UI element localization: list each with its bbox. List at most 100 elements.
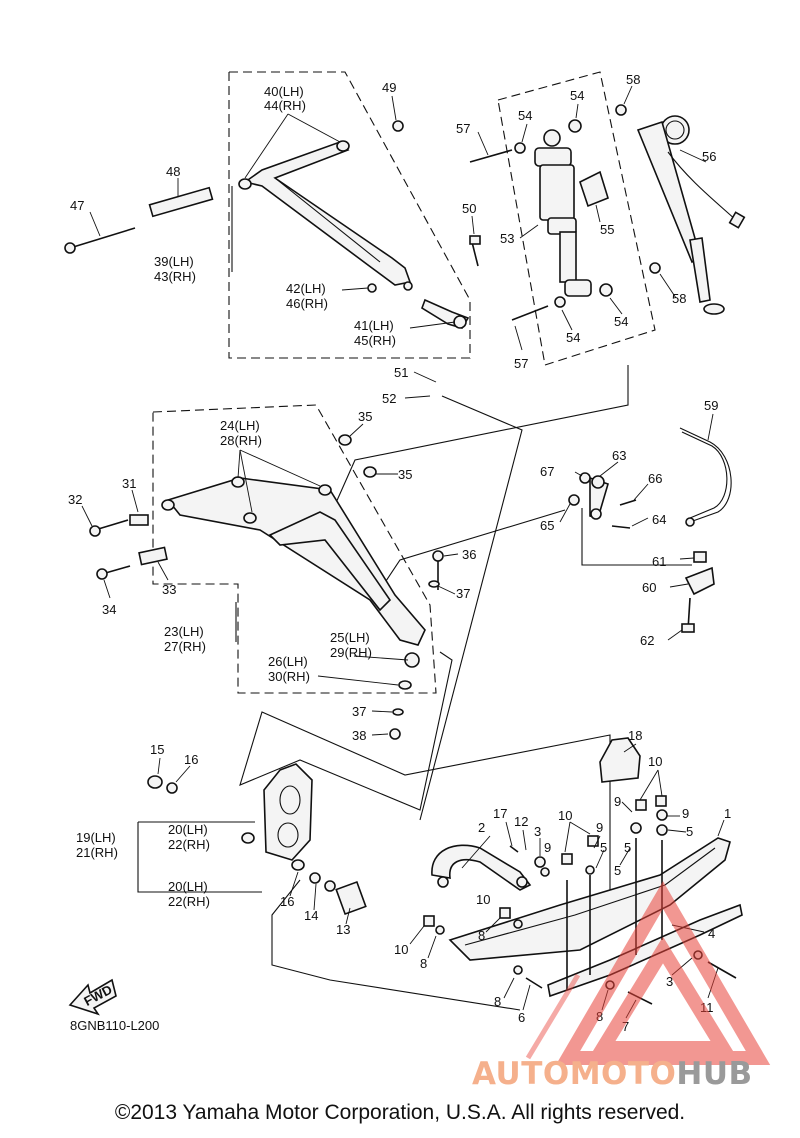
- diagram-code: 8GNB110-L200: [70, 1018, 159, 1033]
- callout: 10: [558, 808, 572, 823]
- callout: 47: [70, 198, 84, 213]
- callout: 21(RH): [76, 845, 118, 860]
- callout: 19(LH): [76, 830, 116, 845]
- callout: 13: [336, 922, 350, 937]
- callout: 24(LH): [220, 418, 260, 433]
- callout: 54: [570, 88, 584, 103]
- callout: 58: [672, 291, 686, 306]
- stabilizer-link-and-cable: [568, 427, 732, 633]
- callout: 17: [493, 806, 507, 821]
- assembly-outlines: [152, 71, 656, 694]
- callout: 58: [626, 72, 640, 87]
- callout: 18: [628, 728, 642, 743]
- callout: 28(RH): [220, 433, 262, 448]
- callout: 25(LH): [330, 630, 370, 645]
- callout: 5: [600, 840, 607, 855]
- callout: 23(LH): [164, 624, 204, 639]
- pressure-gauge-tool: [636, 115, 746, 315]
- callout: 33: [162, 582, 176, 597]
- callout: 38: [352, 728, 366, 743]
- callout: 36: [462, 547, 476, 562]
- callout: 60: [642, 580, 656, 595]
- copyright-notice: ©2013 Yamaha Motor Corporation, U.S.A. A…: [114, 1101, 686, 1124]
- callout: 8: [494, 994, 501, 1009]
- callout: 35: [358, 409, 372, 424]
- forward-direction-arrow: FWD: [68, 978, 117, 1016]
- watermark-auto: AUTOMOTO: [472, 1056, 677, 1092]
- callout: 12: [514, 814, 528, 829]
- callout: 55: [600, 222, 614, 237]
- callout: 16: [184, 752, 198, 767]
- callout: 50: [462, 201, 476, 216]
- callout: 30(RH): [268, 669, 310, 684]
- callout: 41(LH): [354, 318, 394, 333]
- callout: 26(LH): [268, 654, 308, 669]
- callout: 42(LH): [286, 281, 326, 296]
- callout: 1: [724, 806, 731, 821]
- callout: 16: [280, 894, 294, 909]
- callout: 22(RH): [168, 894, 210, 909]
- callout: 32: [68, 492, 82, 507]
- callout: 46(RH): [286, 296, 328, 311]
- callout: 56: [702, 149, 716, 164]
- leader-lines: [81, 85, 725, 1019]
- watermark-text: AUTOMOTOHUB: [472, 1056, 753, 1092]
- callout: 3: [666, 974, 673, 989]
- callout: 54: [518, 108, 532, 123]
- callout: 9: [682, 806, 689, 821]
- callout: 66: [648, 471, 662, 486]
- callout: 40(LH): [264, 84, 304, 99]
- callout: 48: [166, 164, 180, 179]
- callout: 62: [640, 633, 654, 648]
- automotohub-logo: [525, 881, 771, 1065]
- callout: 34: [102, 602, 116, 617]
- ski-spindle: [147, 763, 367, 916]
- callout: 9: [596, 820, 603, 835]
- callout: 7: [622, 1019, 629, 1034]
- callout: 64: [652, 512, 666, 527]
- callout: 53: [500, 231, 514, 246]
- upper-a-arm: [64, 120, 481, 329]
- callout: 27(RH): [164, 639, 206, 654]
- callout: 54: [566, 330, 580, 345]
- callout: 54: [614, 314, 628, 329]
- callout: 37: [456, 586, 470, 601]
- callout: 9: [614, 794, 621, 809]
- lower-a-arm: [89, 434, 444, 740]
- watermark-hub: HUB: [676, 1056, 753, 1092]
- callout: 10: [394, 942, 408, 957]
- callout: 61: [652, 554, 666, 569]
- callout: 59: [704, 398, 718, 413]
- callout-labels: 40(LH) 44(RH) 49 48 47 39(LH) 43(RH) 42(…: [68, 72, 731, 1034]
- callout: 10: [476, 892, 490, 907]
- callout: 5: [624, 840, 631, 855]
- reference-lines: [137, 186, 692, 1011]
- shock-absorber: [469, 104, 661, 321]
- callout: 43(RH): [154, 269, 196, 284]
- callout: 22(RH): [168, 837, 210, 852]
- callout: 44(RH): [264, 98, 306, 113]
- callout: 63: [612, 448, 626, 463]
- callout: 51: [394, 365, 408, 380]
- callout: 57: [514, 356, 528, 371]
- callout: 9: [544, 840, 551, 855]
- callout: 49: [382, 80, 396, 95]
- callout: 8: [420, 956, 427, 971]
- callout: 5: [686, 824, 693, 839]
- callout: 4: [708, 926, 715, 941]
- callout: 35: [398, 467, 412, 482]
- callout: 37: [352, 704, 366, 719]
- callout: 2: [478, 820, 485, 835]
- callout: 5: [614, 863, 621, 878]
- callout: 20(LH): [168, 822, 208, 837]
- callout: 6: [518, 1010, 525, 1025]
- callout: 29(RH): [330, 645, 372, 660]
- callout: 31: [122, 476, 136, 491]
- callout: 20(LH): [168, 879, 208, 894]
- callout: 65: [540, 518, 554, 533]
- callout: 8: [478, 928, 485, 943]
- callout: 57: [456, 121, 470, 136]
- callout: 10: [648, 754, 662, 769]
- callout: 14: [304, 908, 318, 923]
